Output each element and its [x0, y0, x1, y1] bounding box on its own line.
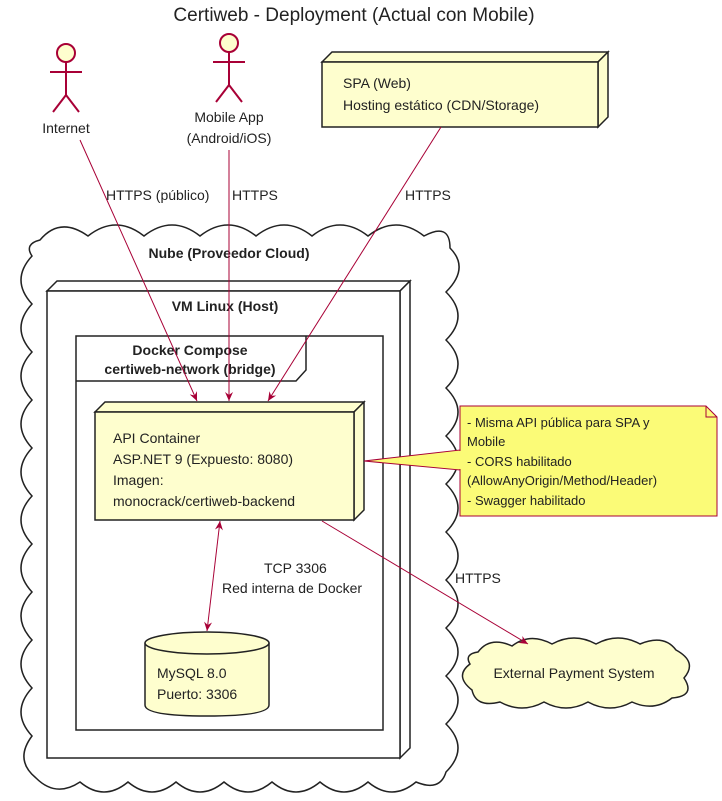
docker-compose-line2: certiweb-network (bridge) — [104, 361, 275, 377]
note-line1: - Misma API pública para SPA y — [467, 415, 650, 430]
note — [363, 405, 718, 517]
spa-node — [320, 50, 610, 129]
external-payment-system-label: External Payment System — [493, 665, 654, 681]
mobile-app-label-line2: (Android/iOS) — [187, 130, 272, 146]
note-line5: - Swagger habilitado — [467, 493, 586, 508]
spa-line2: Hosting estático (CDN/Storage) — [343, 97, 539, 113]
api-line4: monocrack/certiweb-backend — [113, 493, 295, 509]
api-line1: API Container — [113, 430, 200, 446]
mysql-edge-label-line1: TCP 3306 — [264, 560, 327, 576]
mysql-line2: Puerto: 3306 — [157, 686, 237, 702]
note-line4: (AllowAnyOrigin/Method/Header) — [467, 473, 657, 488]
spa-to-api-arrow — [267, 126, 442, 402]
mobile-app-label-line1: Mobile App — [194, 109, 263, 125]
spa-edge-label: HTTPS — [405, 187, 451, 203]
docker-compose-line1: Docker Compose — [132, 342, 247, 358]
external-payment-system-node — [461, 637, 691, 709]
internet-actor — [50, 43, 82, 113]
mobile-edge-label: HTTPS — [232, 187, 278, 203]
api-line2: ASP.NET 9 (Expuesto: 8080) — [113, 451, 293, 467]
internet-to-api-arrow — [79, 139, 198, 402]
internet-label: Internet — [42, 120, 90, 136]
internet-edge-label: HTTPS (público) — [106, 187, 209, 203]
note-line2: Mobile — [467, 434, 505, 449]
api-line3: Imagen: — [113, 472, 164, 488]
mobile-app-actor — [213, 33, 245, 103]
payment-edge-label: HTTPS — [455, 570, 501, 586]
vm-linux-label: VM Linux (Host) — [172, 298, 279, 314]
diagram-title: Certiweb - Deployment (Actual con Mobile… — [173, 5, 534, 26]
api-mysql-arrow — [204, 520, 223, 632]
api-container-node — [93, 400, 366, 522]
mysql-database — [144, 631, 270, 717]
spa-line1: SPA (Web) — [343, 75, 411, 91]
mysql-line1: MySQL 8.0 — [157, 665, 227, 681]
note-line3: - CORS habilitado — [467, 454, 572, 469]
api-to-payment-arrow — [321, 520, 529, 645]
mysql-edge-label-line2: Red interna de Docker — [222, 580, 362, 596]
